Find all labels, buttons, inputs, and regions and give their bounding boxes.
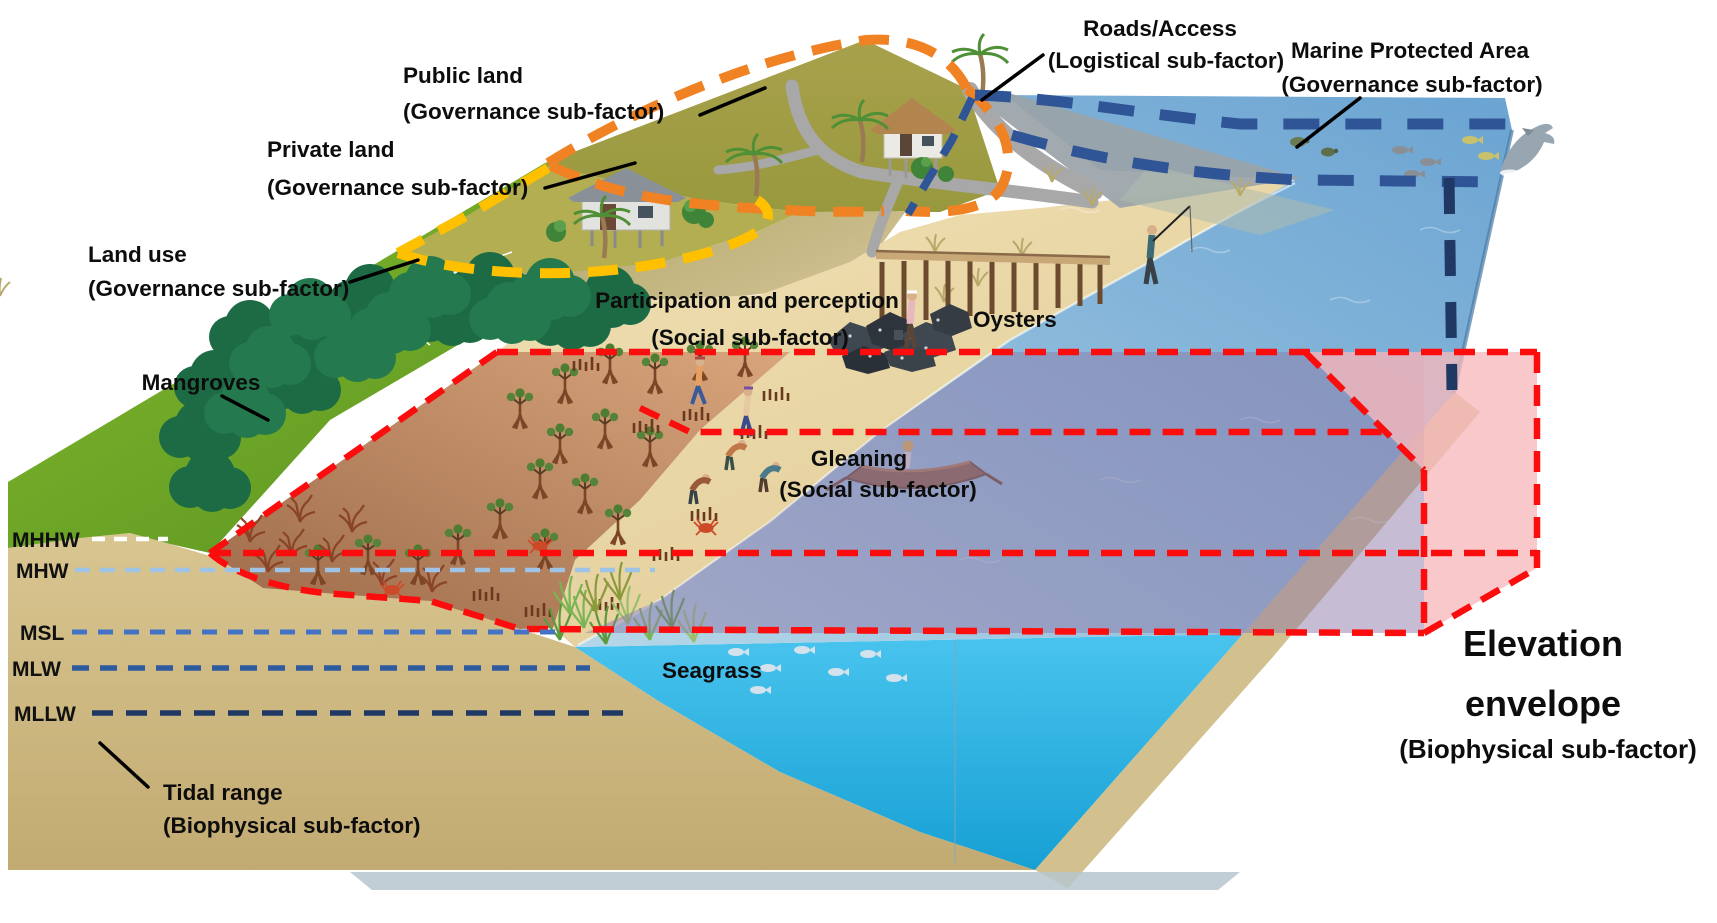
tide-label-mhw: MHW xyxy=(16,560,69,583)
factor-labels: Public land (Governance sub-factor) Priv… xyxy=(88,16,1697,838)
elevation-envelope-end-cap xyxy=(1305,352,1537,633)
elevation-envelope-boundary xyxy=(207,348,1541,637)
gleaner-icons xyxy=(688,386,782,505)
agricultural-land xyxy=(545,40,1000,212)
label-roads-access: Roads/Access xyxy=(1083,16,1237,41)
label-gleaning-sub: (Social sub-factor) xyxy=(779,477,977,502)
label-participation-sub: (Social sub-factor) xyxy=(651,325,849,350)
water-column-cross-section xyxy=(575,634,1243,870)
label-land-use-sub: (Governance sub-factor) xyxy=(88,276,349,301)
dolphin-icon xyxy=(1500,123,1555,177)
label-tidal-range: Tidal range xyxy=(163,780,283,805)
block-front-face xyxy=(8,533,1035,870)
marine-protected-area-boundary xyxy=(904,89,1508,391)
label-elevation-envelope-2: envelope xyxy=(1465,683,1621,724)
label-elevation-envelope-1: Elevation xyxy=(1463,623,1623,664)
label-public-land: Public land xyxy=(403,63,523,88)
tide-label-msl: MSL xyxy=(20,622,65,645)
label-oysters: Oysters xyxy=(973,307,1057,332)
tide-label-mhhw: MHHW xyxy=(12,529,80,552)
block-bottom-strip xyxy=(350,872,1240,890)
public-land-boundary xyxy=(545,34,1014,217)
elevation-envelope-water-band xyxy=(585,352,1424,633)
mud-walker-icon xyxy=(690,356,707,405)
label-private-land-sub: (Governance sub-factor) xyxy=(267,175,528,200)
label-mpa: Marine Protected Area xyxy=(1291,38,1529,63)
private-land-boundary xyxy=(395,163,773,279)
label-tidal-range-sub: (Biophysical sub-factor) xyxy=(163,813,421,838)
oyster-gatherer-icon xyxy=(894,290,918,349)
private-house-icon xyxy=(568,168,686,248)
tide-label-mllw: MLLW xyxy=(14,703,76,726)
label-mangroves: Mangroves xyxy=(142,370,261,395)
label-elevation-envelope-sub: (Biophysical sub-factor) xyxy=(1399,734,1697,764)
shallow-flat xyxy=(1120,165,1335,235)
tide-level-lines xyxy=(72,536,655,716)
label-seagrass: Seagrass xyxy=(662,658,762,683)
label-participation: Participation and perception xyxy=(595,288,899,313)
tide-label-mlw: MLW xyxy=(12,658,61,681)
label-land-use: Land use xyxy=(88,242,187,267)
label-roads-access-sub: (Logistical sub-factor) xyxy=(1048,48,1284,73)
public-stilt-house-icon xyxy=(870,98,956,178)
intertidal-mud-zone xyxy=(210,352,790,629)
label-gleaning: Gleaning xyxy=(811,446,907,471)
label-private-land: Private land xyxy=(267,137,395,162)
label-mpa-sub: (Governance sub-factor) xyxy=(1281,72,1542,97)
label-public-land-sub: (Governance sub-factor) xyxy=(403,99,664,124)
leader-lines xyxy=(98,53,1362,789)
beach-sand xyxy=(497,180,1295,647)
fisher-icon xyxy=(1143,205,1193,285)
